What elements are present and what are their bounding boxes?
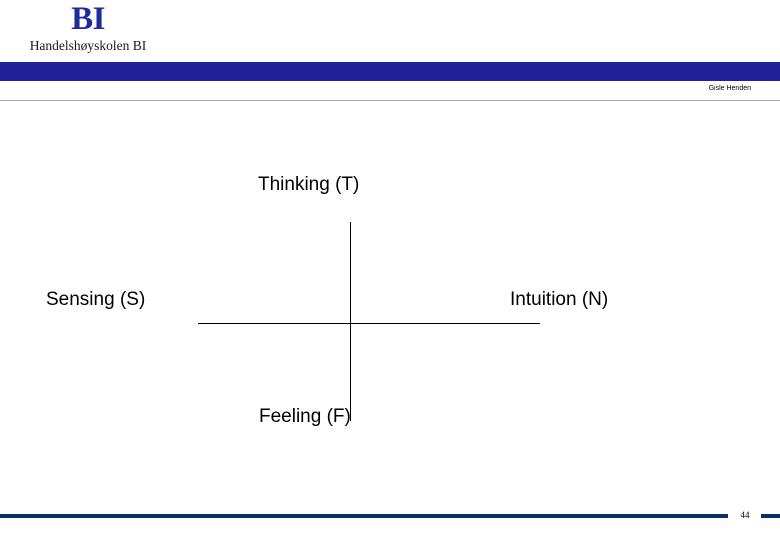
header-divider [0, 100, 780, 101]
axis-label-sensing: Sensing (S) [46, 289, 146, 310]
footer-divider-left [0, 514, 728, 518]
vertical-axis-line [350, 222, 351, 421]
horizontal-axis-line [198, 323, 540, 324]
author-name: Gisle Henden [708, 85, 751, 92]
page-number: 44 [740, 510, 750, 520]
axis-label-intuition: Intuition (N) [510, 289, 609, 310]
bi-logo-mark: BI [71, 1, 105, 37]
bi-logo-wordmark: Handelshøyskolen BI [29, 38, 147, 53]
header-bar [0, 62, 780, 81]
axis-label-feeling: Feeling (F) [259, 406, 351, 427]
axis-label-thinking: Thinking (T) [258, 174, 360, 195]
bi-logo: BI Handelshøyskolen BI [22, 1, 154, 54]
footer-divider-right [761, 514, 780, 518]
